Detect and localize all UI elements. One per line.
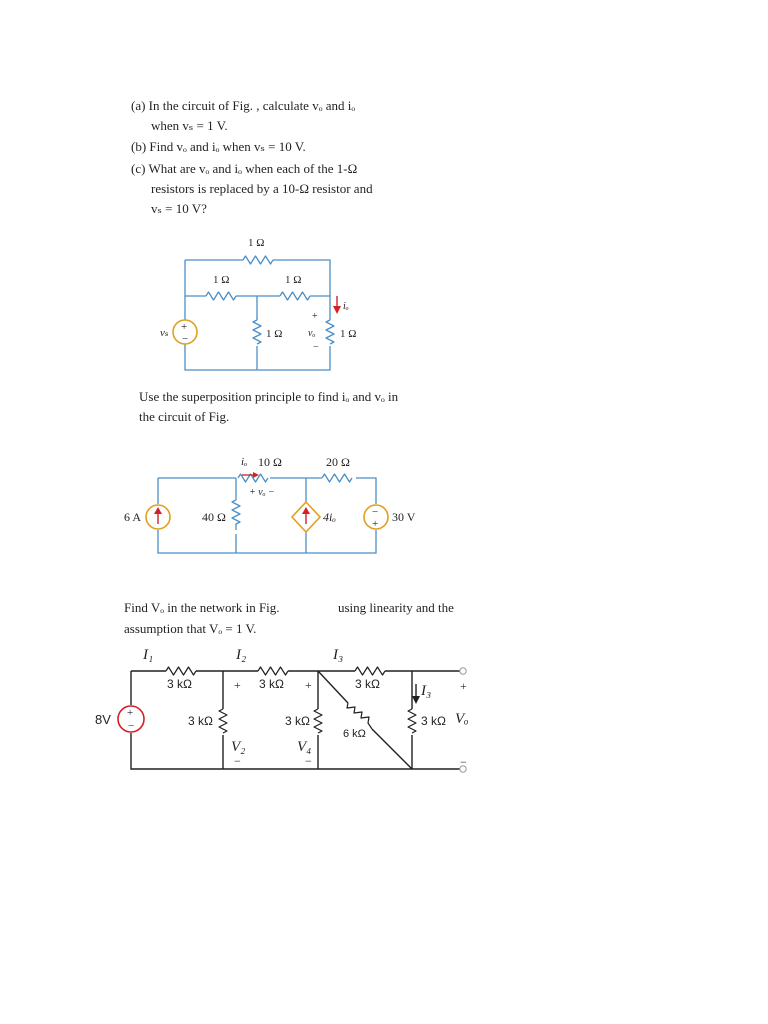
circuit-2-wires	[157, 477, 377, 554]
p3-line2: assumption that Vₒ = 1 V.	[124, 621, 257, 636]
label-V2: V₂	[231, 739, 246, 755]
label-r1: 3 kΩ	[167, 677, 192, 691]
label-vo-plus: +	[460, 679, 467, 693]
label-I3b: I₃	[421, 683, 432, 699]
terminal-plus	[459, 667, 467, 675]
label-I3: I₃	[333, 647, 344, 663]
label-40: 40 Ω	[202, 510, 226, 524]
resistor-left	[205, 291, 237, 301]
label-diag: 6 kΩ	[343, 728, 366, 740]
svg-text:−: −	[372, 506, 378, 518]
src-minus-sign: −	[182, 333, 188, 345]
label-vo-minus: −	[313, 342, 319, 353]
label-io-2: iₒ	[241, 456, 248, 468]
resistor-r1	[165, 666, 197, 676]
label-I2: I₂	[236, 647, 247, 663]
label-sh2: 3 kΩ	[285, 714, 310, 728]
svg-text:−: −	[128, 720, 134, 732]
label-io: iₒ	[343, 301, 349, 312]
resistor-r3	[354, 666, 386, 676]
p2-line2: the circuit of Fig.	[139, 409, 230, 424]
label-vo-2: + vₒ −	[249, 487, 275, 498]
label-sh3: 3 kΩ	[421, 714, 446, 728]
p1-line-c2: resistors is replaced by a 10-Ω resistor…	[151, 181, 373, 196]
resistor-40	[231, 499, 241, 530]
label-r-top: 1 Ω	[248, 237, 265, 249]
isrc-arrow-head	[154, 507, 162, 514]
label-v4-minus: −	[305, 754, 312, 768]
p3-line1b: using linearity and the	[338, 600, 454, 615]
voltage-source-vs	[172, 319, 198, 345]
resistor-top	[242, 255, 274, 265]
label-vo: vₒ	[308, 328, 316, 339]
resistor-out	[325, 319, 335, 345]
resistor-mid	[252, 319, 262, 345]
label-v4-plus: +	[305, 678, 312, 692]
label-Vo: Vₒ	[455, 711, 469, 727]
resistor-sh2	[313, 708, 323, 734]
label-vo-plus: +	[312, 311, 318, 322]
label-I1: I₁	[143, 647, 154, 663]
p1-line-b: (b) Find vₒ and iₒ when vₛ = 10 V.	[131, 139, 306, 154]
label-6a: 6 A	[124, 510, 142, 524]
label-v2-minus: −	[234, 754, 241, 768]
resistor-right	[279, 291, 311, 301]
label-8v: 8V	[95, 712, 111, 727]
label-20: 20 Ω	[326, 455, 350, 469]
label-sh1: 3 kΩ	[188, 714, 213, 728]
p1-line-c3: vₛ = 10 V?	[151, 201, 207, 216]
label-vo-minus: −	[460, 755, 467, 769]
resistor-sh3	[407, 708, 417, 734]
src-plus-sign: +	[181, 321, 187, 333]
label-r-left: 1 Ω	[213, 274, 230, 286]
terminal-minus	[459, 765, 467, 773]
label-vs: vₛ	[160, 327, 169, 339]
resistor-sh1	[218, 708, 228, 734]
p1-line-a1: (a) In the circuit of Fig. , calculate v…	[131, 98, 356, 113]
label-r3: 3 kΩ	[355, 677, 380, 691]
label-r-mid: 1 Ω	[266, 328, 283, 340]
label-30v: 30 V	[392, 510, 416, 524]
resistor-diag	[346, 702, 373, 730]
p1-line-a2: when vₛ = 1 V.	[151, 118, 228, 133]
circuit-1-wires	[184, 259, 331, 371]
voltage-source-30v	[363, 504, 389, 530]
p1-line-c1: (c) What are vₒ and iₒ when each of the …	[131, 161, 358, 176]
p2-line1: Use the superposition principle to find …	[139, 389, 399, 404]
circuit-3-wires	[130, 670, 460, 770]
resistor-20	[321, 473, 353, 483]
svg-text:+: +	[127, 707, 133, 719]
label-v2-plus: +	[234, 678, 241, 692]
io-arrow-head	[333, 306, 341, 314]
label-r-right: 1 Ω	[285, 274, 302, 286]
label-r2: 3 kΩ	[259, 677, 284, 691]
label-10: 10 Ω	[258, 455, 282, 469]
svg-text:+: +	[372, 518, 378, 530]
label-r-out: 1 Ω	[340, 328, 357, 340]
voltage-source-8v	[117, 705, 145, 733]
label-dep: 4iₒ	[323, 510, 336, 524]
resistor-r2	[257, 666, 289, 676]
p3-line1a: Find Vₒ in the network in Fig.	[124, 600, 280, 615]
label-V4: V₄	[297, 739, 312, 755]
